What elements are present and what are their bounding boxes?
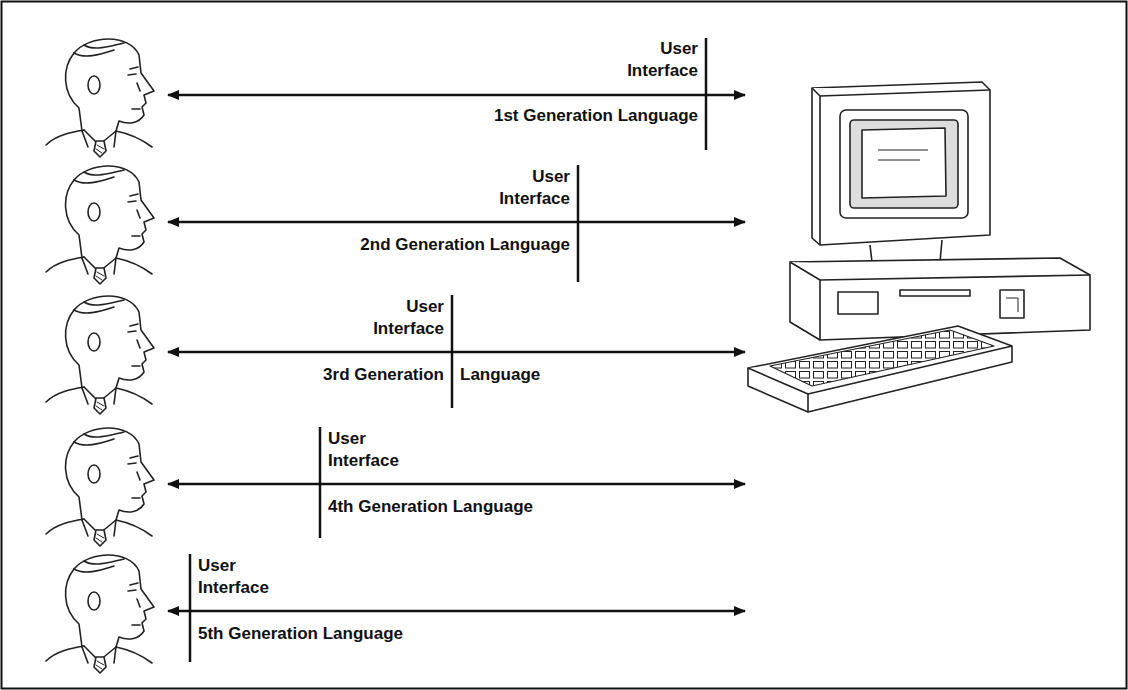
interface-label: User Interface (198, 555, 269, 599)
language-label: 1st Generation Language (494, 105, 698, 127)
interface-dividers (190, 38, 706, 662)
interface-label: User Interface (627, 38, 698, 82)
language-label: 4th Generation Language (328, 496, 533, 518)
interface-label: User Interface (373, 296, 444, 340)
language-label: 3rd Generation (323, 364, 444, 386)
person-icons (46, 39, 154, 673)
language-label: 5th Generation Language (198, 623, 403, 645)
language-label: 2nd Generation Language (360, 234, 570, 256)
interface-label: User Interface (499, 166, 570, 210)
language-label: Language (460, 364, 540, 386)
interface-label: User Interface (328, 428, 399, 472)
arrows (168, 95, 745, 611)
computer-illustration (748, 82, 1090, 412)
